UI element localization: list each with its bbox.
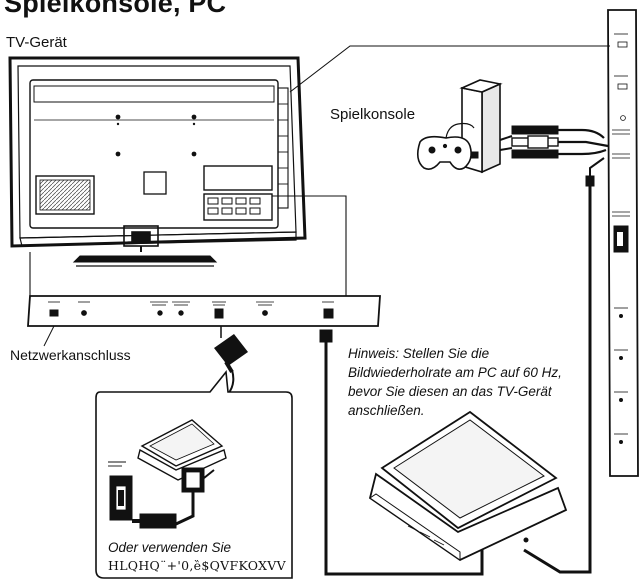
callout-text-line-1: Oder verwenden Sie [108, 540, 232, 555]
network-port-label: Netzwerkanschluss [10, 347, 131, 363]
refresh-rate-hint: Hinweis: Stellen Sie die Bildwiederholra… [348, 346, 562, 418]
hdmi-cable [523, 157, 605, 574]
console-label: Spielkonsole [330, 106, 416, 123]
laptop-icon [368, 410, 568, 562]
side-connector-panel [607, 9, 639, 477]
bottom-connector-panel [27, 295, 381, 347]
tv-label: TV-Gerät [6, 34, 67, 51]
av-cable-bundle [499, 125, 609, 159]
callout-text-line-2: HLQHQ¨+'0,ȅ$QVFKOXVV [108, 558, 286, 573]
leader-lines [29, 45, 610, 296]
page-title: Spielkonsole, PC [4, 0, 227, 18]
callout-bubble [95, 369, 293, 579]
game-console-icon [416, 79, 503, 174]
tv-rear-view [8, 56, 307, 267]
